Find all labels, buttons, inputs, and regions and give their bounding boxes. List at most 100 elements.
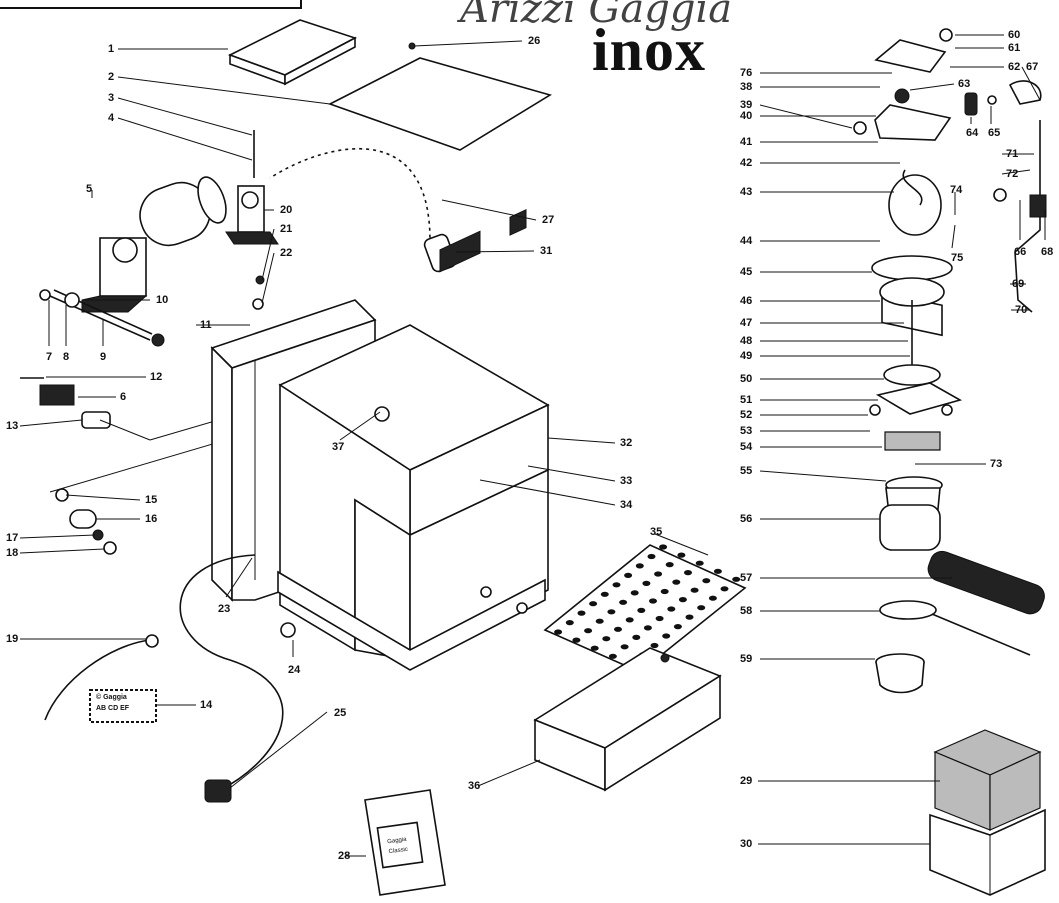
leader-line-25 [229, 711, 328, 789]
pressure-tube-part [39, 289, 165, 347]
callout-22: 22 [280, 247, 293, 259]
grate-hole [584, 628, 593, 634]
callout-40: 40 [740, 110, 753, 122]
callout-6: 6 [120, 391, 127, 403]
callout-29: 29 [740, 775, 753, 787]
callout-72: 72 [1006, 168, 1019, 180]
measuring-scoop-part [879, 600, 1031, 656]
callout-33: 33 [620, 475, 633, 487]
callout-52: 52 [740, 409, 753, 421]
leader-line-63 [909, 83, 955, 91]
callout-24: 24 [288, 664, 301, 676]
callout-37: 37 [332, 441, 345, 453]
callout-60: 60 [1008, 29, 1021, 41]
callout-74: 74 [950, 184, 963, 196]
grate-hole [565, 620, 574, 626]
callout-62: 62 [1008, 61, 1021, 73]
callout-32: 32 [620, 437, 633, 449]
callout-65: 65 [988, 127, 1001, 139]
callout-67: 67 [1026, 61, 1039, 73]
callout-42: 42 [740, 157, 753, 169]
callout-64: 64 [966, 127, 979, 139]
grate-hole [590, 645, 599, 651]
leader-line-36 [477, 759, 541, 787]
packaging-box-part [929, 729, 1046, 896]
callout-25: 25 [334, 707, 347, 719]
callout-36: 36 [468, 780, 481, 792]
grate-hole [665, 562, 674, 568]
leader-line-37 [339, 411, 381, 441]
callout-2: 2 [108, 71, 115, 83]
leader-line-31 [455, 250, 535, 253]
manual-cover-text: Gaggia Classic [387, 837, 408, 856]
callout-57: 57 [740, 572, 753, 584]
leader-line-4 [117, 117, 253, 161]
callout-44: 44 [740, 235, 753, 247]
grate-hole [655, 615, 664, 622]
grate-hole [697, 605, 706, 611]
leader-line-33 [527, 465, 616, 482]
callout-26: 26 [528, 35, 541, 47]
callout-16: 16 [145, 513, 158, 525]
callout-15: 15 [145, 494, 158, 506]
leader-line-72 [1001, 169, 1031, 175]
callout-54: 54 [740, 441, 753, 453]
grate-hole [684, 570, 692, 576]
callout-49: 49 [740, 350, 753, 362]
boiler-assembly-part [853, 28, 1045, 615]
callout-19: 19 [6, 633, 19, 645]
callout-71: 71 [1006, 148, 1019, 160]
callout-73: 73 [990, 458, 1003, 470]
callout-21: 21 [280, 223, 293, 235]
callout-55: 55 [740, 465, 753, 477]
leader-line-32 [547, 437, 616, 444]
steam-hose-part [269, 147, 457, 273]
callout-5: 5 [86, 183, 93, 195]
grate-hole [589, 601, 598, 607]
callout-12: 12 [150, 371, 163, 383]
top-left-frame [0, 0, 302, 9]
machine-body-part [277, 208, 550, 671]
leader-line-23 [225, 557, 253, 598]
grate-hole [673, 624, 682, 630]
grate-hole [630, 590, 639, 596]
callout-27: 27 [542, 214, 555, 226]
leader-line-3 [117, 97, 253, 136]
filter-basket-part [875, 653, 925, 694]
callout-68: 68 [1041, 246, 1054, 258]
callout-7: 7 [46, 351, 53, 363]
grate-hole [595, 618, 604, 624]
grate-hole [695, 560, 704, 566]
leader-line-17 [19, 534, 96, 539]
grate-hole [662, 633, 671, 639]
callout-34: 34 [620, 499, 633, 511]
grate-hole [649, 598, 657, 604]
rating-plate-line1: © Gaggia [96, 694, 127, 701]
grate-hole [654, 571, 663, 577]
callout-43: 43 [740, 186, 753, 198]
callout-4: 4 [108, 112, 115, 124]
grate-hole [607, 609, 616, 615]
grate-hole [643, 625, 652, 631]
rating-plate-text: © Gaggia AB CD EF [96, 694, 129, 712]
grate-hole [732, 576, 741, 582]
grate-hole [690, 587, 699, 593]
callout-58: 58 [740, 605, 753, 617]
callout-53: 53 [740, 425, 753, 437]
callout-31: 31 [540, 245, 553, 257]
callout-45: 45 [740, 266, 753, 278]
power-cord-part [179, 554, 284, 803]
callout-51: 51 [740, 394, 753, 406]
callout-20: 20 [280, 204, 293, 216]
brand-title: inox [592, 17, 707, 83]
pump-bracket-part [225, 130, 279, 310]
leader-line-27 [441, 199, 537, 221]
grate-hole [660, 588, 669, 595]
pump-part [81, 176, 227, 313]
callout-1: 1 [108, 43, 115, 55]
rating-plate-line2: AB CD EF [96, 705, 130, 712]
drip-grate-part [543, 544, 747, 673]
cable-part [44, 634, 159, 721]
grate-hole [624, 572, 633, 579]
